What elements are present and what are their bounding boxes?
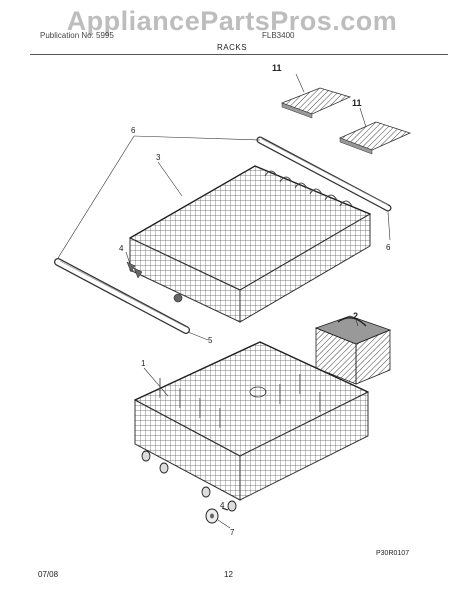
part-11-shelf-insert-right bbox=[338, 121, 412, 155]
callout-2: 2 bbox=[353, 311, 358, 321]
leader-2 bbox=[355, 319, 359, 327]
callout-11b: 11 bbox=[352, 98, 362, 108]
leader-6a-left bbox=[57, 135, 135, 259]
diagram-code: P30R0107 bbox=[376, 550, 410, 557]
header-rule bbox=[30, 54, 448, 55]
lower-rack-wheels bbox=[141, 450, 237, 512]
part-6-rail-right bbox=[256, 136, 392, 212]
callout-11a: 11 bbox=[272, 63, 282, 73]
callout-6b: 6 bbox=[386, 243, 391, 252]
footer-page-number: 12 bbox=[224, 570, 233, 579]
leader-4a bbox=[125, 251, 131, 265]
publication-number: Publication No: 5995 bbox=[40, 31, 114, 40]
part-11-shelf-insert-left bbox=[280, 87, 352, 119]
model-number: FLB3400 bbox=[262, 31, 295, 40]
callout-5: 5 bbox=[208, 336, 213, 345]
part-4-lower-axle bbox=[221, 507, 229, 511]
leader-11b bbox=[359, 107, 367, 128]
leader-6b bbox=[387, 211, 391, 241]
section-title: RACKS bbox=[216, 43, 248, 52]
callout-3: 3 bbox=[156, 153, 161, 162]
part-2-silverware-basket bbox=[314, 315, 392, 385]
part-7-wheel bbox=[205, 508, 219, 524]
leader-5 bbox=[187, 331, 209, 341]
callout-4a: 4 bbox=[119, 244, 124, 253]
callout-6a: 6 bbox=[131, 126, 136, 135]
leader-6a-right bbox=[133, 135, 261, 141]
part-3-upper-rack bbox=[128, 165, 372, 323]
callout-7: 7 bbox=[230, 528, 235, 537]
callout-1: 1 bbox=[141, 359, 146, 368]
footer-date: 07/08 bbox=[38, 570, 59, 579]
part-1-lower-rack bbox=[133, 341, 370, 501]
leader-7 bbox=[217, 519, 231, 529]
leader-11a bbox=[295, 73, 305, 93]
leader-1 bbox=[143, 367, 169, 397]
leader-3 bbox=[157, 161, 183, 197]
watermark: AppliancePartsPros.com bbox=[66, 6, 398, 36]
callout-4b: 4 bbox=[220, 501, 225, 510]
part-4-upper-clips bbox=[126, 261, 143, 279]
part-6-rail-left bbox=[54, 258, 190, 334]
